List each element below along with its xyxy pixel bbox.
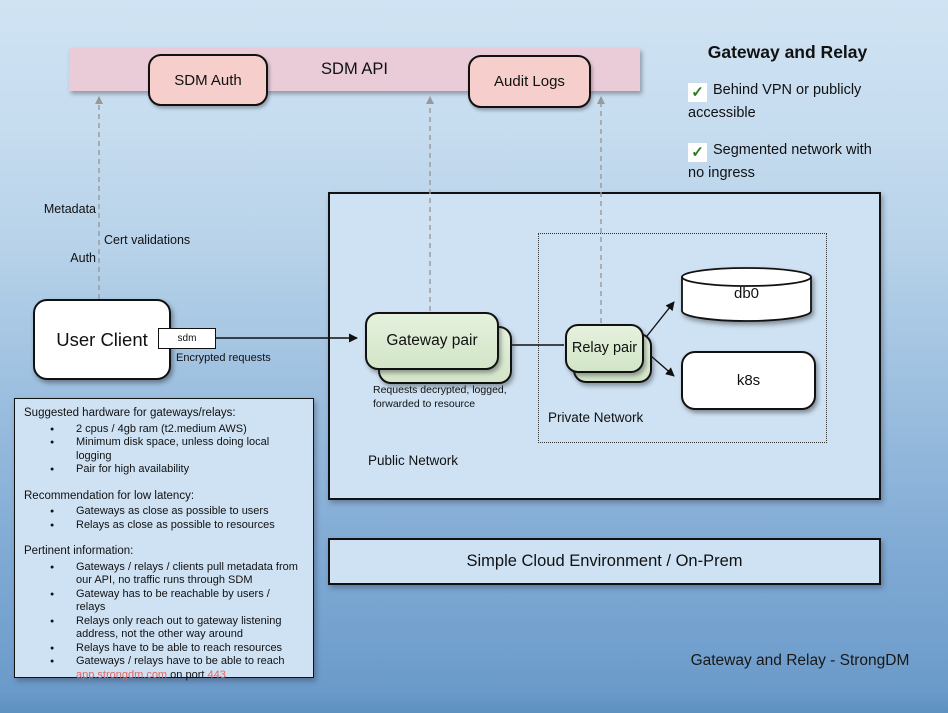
info-bullet: ● Pair for high availability <box>24 463 305 477</box>
audit-logs-label: Audit Logs <box>494 73 565 90</box>
relay-pair-node: Relay pair <box>565 324 644 373</box>
legend-item-vpn: ✓Behind VPN or publicly accessible <box>688 79 882 124</box>
relay-pair-label: Relay pair <box>571 339 638 356</box>
sdm-cli-badge: sdm <box>158 328 216 349</box>
info-bullet-text: Relays only reach out to gateway listeni… <box>76 614 282 641</box>
info-bullet: ● Gateways as close as possible to users <box>24 505 305 519</box>
sdm-auth-node: SDM Auth <box>148 54 268 106</box>
info-bullet: ● Relays only reach out to gateway listen… <box>24 615 305 642</box>
sdm-cli-badge-label: sdm <box>177 333 197 344</box>
info-bullet-text: Gateways / relays have to be able to rea… <box>76 655 285 681</box>
encrypted-requests-label: Encrypted requests <box>176 352 271 364</box>
db0-label: db0 <box>733 285 760 302</box>
info-bullet-text: Minimum disk space, unless doing local l… <box>76 436 270 462</box>
cloud-environment-label: Simple Cloud Environment / On-Prem <box>466 552 743 570</box>
database-cylinder-icon <box>681 267 812 324</box>
info-bullet-text: 2 cpus / 4gb ram (t2.medium AWS) <box>76 422 247 435</box>
info-bullet-text: Gateway has to be reachable by users / r… <box>76 587 270 614</box>
info-bullet: ● Gateways / relays / clients pull metada… <box>24 561 305 588</box>
info-bullet: ● Minimum disk space, unless doing local … <box>24 436 305 463</box>
info-section: Recommendation for low latency: ● Gateways… <box>24 490 305 533</box>
info-bullet-text: Relays have to be able to reach resource… <box>76 641 283 654</box>
private-network-box <box>538 233 827 443</box>
info-bullet: ● Gateways / relays have to be able to re… <box>24 655 305 682</box>
info-section-heading: Pertinent information: <box>24 545 134 557</box>
gateway-pair-label: Gateway pair <box>386 332 478 350</box>
private-network-label: Private Network <box>548 410 644 425</box>
bullet-icon: ● <box>50 439 55 446</box>
metadata-label: Metadata <box>43 202 96 216</box>
audit-logs-node: Audit Logs <box>468 55 591 108</box>
k8s-label: k8s <box>736 372 761 389</box>
bullet-icon: ● <box>50 644 55 652</box>
k8s-node: k8s <box>681 351 816 410</box>
bullet-icon: ● <box>50 466 55 473</box>
cert-validations-label: Cert validations <box>104 233 191 247</box>
info-section-heading: Recommendation for low latency: <box>24 489 195 502</box>
info-panel: Suggested hardware for gateways/relays: ●… <box>14 398 314 681</box>
info-bullet-text: Gateways / relays / clients pull metadat… <box>76 560 298 587</box>
sdm-api-label: SDM API <box>321 60 388 78</box>
info-panel-content: Suggested hardware for gateways/relays: ●… <box>24 407 305 682</box>
auth-label: Auth <box>70 251 96 265</box>
gateway-pair-node: Gateway pair <box>365 312 499 370</box>
info-bullet: ● Relays have to be able to reach resourc… <box>24 642 305 656</box>
bullet-icon: ● <box>50 590 55 598</box>
bullet-icon: ● <box>50 617 55 625</box>
info-bullet-text: Gateways as close as possible to users <box>76 505 269 517</box>
footer-title: Gateway and Relay - StrongDM <box>690 652 910 669</box>
checkmark-icon: ✓ <box>688 83 707 102</box>
info-bullet: ● 2 cpus / 4gb ram (t2.medium AWS) <box>24 423 305 437</box>
legend-item-segmented: ✓Segmented network with no ingress <box>688 139 882 184</box>
user-client-label: User Client <box>56 328 148 350</box>
bullet-icon: ● <box>50 425 55 433</box>
gateway-caption: Requests decrypted, logged, forwarded to… <box>373 384 507 410</box>
legend-item-vpn-label: Behind VPN or publicly accessible <box>688 82 862 121</box>
page-title: Gateway and Relay <box>707 42 868 62</box>
info-section-heading: Suggested hardware for gateways/relays: <box>24 407 236 419</box>
info-bullet-text: Pair for high availability <box>76 463 190 475</box>
info-bullet-text: Relays as close as possible to resources <box>76 518 275 531</box>
bullet-icon: ● <box>50 658 55 665</box>
info-section: Suggested hardware for gateways/relays: ●… <box>24 407 305 477</box>
info-section: Pertinent information: ● Gateways / relays… <box>24 545 305 682</box>
user-client-node: User Client <box>33 299 171 380</box>
legend-item-segmented-label: Segmented network with no ingress <box>688 142 872 181</box>
checkmark-icon: ✓ <box>688 143 707 162</box>
bullet-icon: ● <box>50 521 55 529</box>
info-bullet: ● Relays as close as possible to resource… <box>24 519 305 533</box>
public-network-label: Public Network <box>368 453 459 468</box>
cloud-environment-banner: Simple Cloud Environment / On-Prem <box>328 538 881 585</box>
bullet-icon: ● <box>50 508 55 515</box>
sdm-auth-label: SDM Auth <box>174 71 242 89</box>
info-bullet: ● Gateway has to be reachable by users / … <box>24 588 305 615</box>
bullet-icon: ● <box>50 563 55 571</box>
